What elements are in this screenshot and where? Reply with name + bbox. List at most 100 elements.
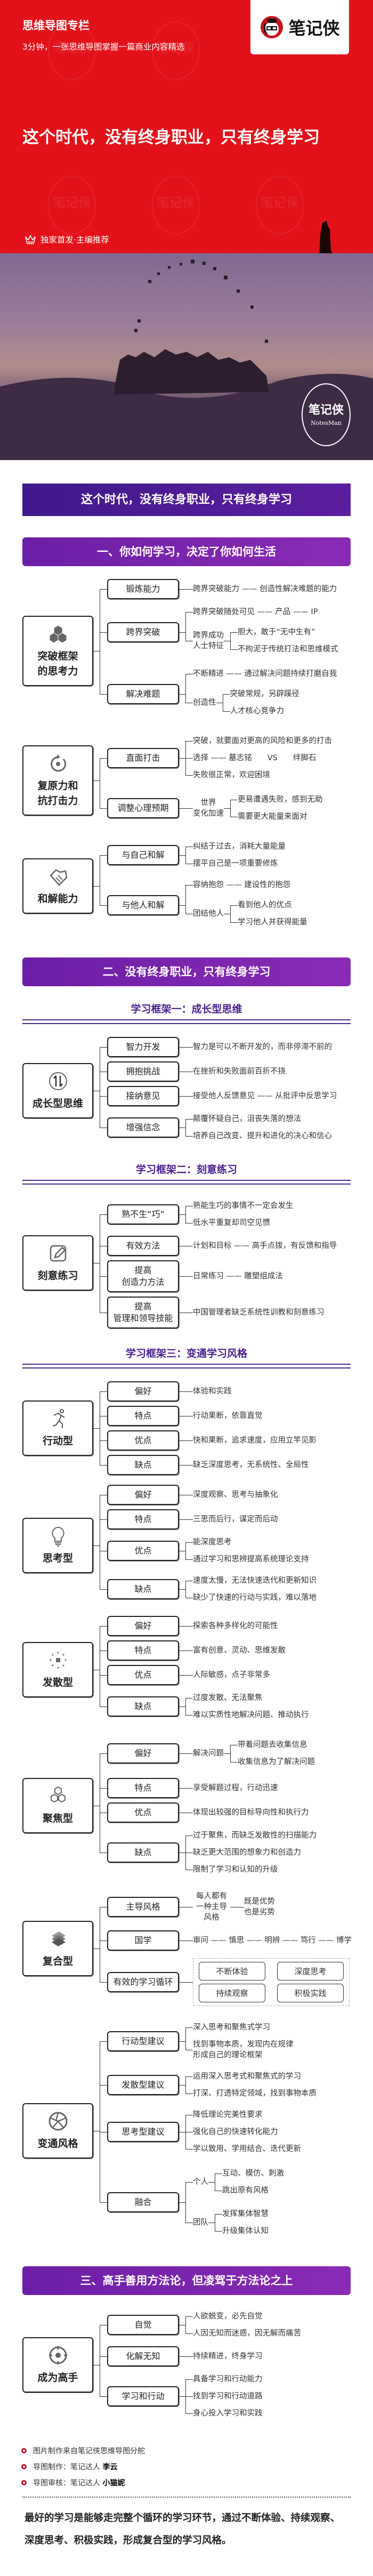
leaf-row: 身心投入学习和实践 bbox=[185, 2405, 263, 2422]
leaf-node-label: 跨界成功 人士特征 bbox=[193, 631, 224, 650]
leaf-node: 团结他人看到他人的优点学习他人并获得能量 bbox=[193, 897, 307, 931]
leaf-text: 深度观察、思考与抽象化 bbox=[193, 1491, 278, 1499]
branch-node: 特点 bbox=[107, 1778, 179, 1798]
leaf-node: 解决问题带着问题去收集信息收集信息为了解决问题 bbox=[193, 1736, 315, 1770]
lightbulb-icon bbox=[51, 1526, 64, 1547]
leaf-text: 熟能生巧的事情不一定会发生 bbox=[193, 1202, 294, 1210]
mind-map-group: 刻意练习熟不生“巧”熟能生巧的事情不一定会发生低水平重复却司空见惯有效方法计划和… bbox=[22, 1195, 373, 1331]
cycle-step: 不断体验 bbox=[199, 1962, 265, 1981]
watermark: 笔记侠 bbox=[152, 21, 200, 80]
branch-row: 发散型建议运用深入思考式和聚焦式的学习打深、打透特定领域，找到事物本质 bbox=[100, 2066, 317, 2104]
leaf-list: 计划和目标 —— 高手点拨，有反馈和指导 bbox=[179, 1237, 337, 1254]
root-label: 变通风格 bbox=[37, 2138, 78, 2150]
leaf-text: 接受他人反馈意见 —— 从批评中反思学习 bbox=[193, 1092, 337, 1100]
credit-text: 导图审核：笔记达人 bbox=[33, 2479, 103, 2488]
branch-node: 行动型建议 bbox=[107, 2031, 179, 2051]
leaf-list: 深度观察、思考与抽象化 bbox=[179, 1486, 278, 1503]
headline: 这个时代，没有终身职业，只有终身学习 bbox=[22, 128, 320, 147]
runner-icon bbox=[52, 1409, 65, 1428]
branch-list: 与自己和解纠结于过去，消耗大量能量摆平自己是一项重要修炼与他人和解容纳抱怨 ——… bbox=[93, 836, 307, 936]
section: 三、高手善用方法论，但凌驾于方法论之上成为高手自觉人欲蜕变，必先自觉人因无知而迷… bbox=[0, 2266, 373, 2424]
cycle-step: 深度思考 bbox=[277, 1962, 344, 1981]
leaf-text: 持续精进，终身学习 bbox=[193, 2352, 263, 2361]
leaf-text: 带着问题去收集信息 bbox=[238, 1741, 307, 1749]
leaf-list: 体验和实践 bbox=[179, 1383, 232, 1400]
credit-name: 小猫妮 bbox=[102, 2479, 125, 2488]
branch-row: 缺点过度发散、无法聚焦难以实质性地解决问题、推动执行 bbox=[100, 1687, 309, 1726]
watermark: 笔记侠 bbox=[48, 176, 96, 235]
leaf-row: 培养自己改变、提升和进化的决心和信心 bbox=[185, 1128, 332, 1145]
subsection-title: 学习框架二：刻意练习 bbox=[22, 1162, 351, 1185]
leaf-list: 互动、模仿、刺激跳出原有风格 bbox=[208, 2165, 284, 2199]
leaf-row: 深入思考和聚焦式学习 bbox=[185, 2019, 294, 2036]
leaf-list: 行动果断，依靠直觉 bbox=[179, 1407, 263, 1424]
branch-row: 接纳意见 接受他人反馈意见 —— 从批评中反思学习 bbox=[100, 1084, 337, 1108]
branch-row: 与他人和解容纳抱怨 —— 建设性的抱怨团结他人看到他人的优点学习他人并获得能量 bbox=[100, 874, 307, 936]
column-subtitle: 3分钟，一张思维导图掌握一篇商业内容精选 bbox=[22, 42, 185, 52]
leaf-row: 探索各种多样化的可能性 bbox=[185, 1617, 278, 1635]
root-node: 复原力和 抗打击力 bbox=[22, 745, 93, 816]
leaf-list: 审问 —— 慎思 —— 明辨 —— 笃行 —— 博学 bbox=[179, 1932, 352, 1949]
leaf-text: 需要更大能量来面对 bbox=[238, 812, 307, 821]
leaf-row: 富有创意、灵动、思维发散 bbox=[185, 1642, 286, 1659]
leaf-list: 运用深入思考式和聚焦式的学习打深、打透特定领域，找到事物本质 bbox=[179, 2068, 317, 2102]
branch-node: 跨界突破 bbox=[107, 622, 179, 642]
leaf-row: 行动果断，依靠直觉 bbox=[185, 1407, 263, 1424]
leaf-node: 个人互动、模仿、刺激跳出原有风格 bbox=[193, 2165, 284, 2199]
section: 二、没有终身职业，只有终身学习学习框架一：成长型思维成长型思维智力开发智力是可以… bbox=[0, 957, 373, 2245]
leaf-row: 具备学习和行动能力 bbox=[185, 2371, 263, 2388]
mind-map-group: 成长型思维智力开发智力是可以不断开发的，而非停滞不前的拥抱挑战在挫折和失败面前百… bbox=[22, 1035, 373, 1147]
leaf-text: 体现出较强的目标导向性和执行力 bbox=[193, 1808, 309, 1817]
branch-node: 发散型建议 bbox=[107, 2075, 179, 2095]
leaf-list: 纠结于过去，消耗大量能量摆平自己是一项重要修炼 bbox=[179, 838, 286, 872]
leaf-row: 需要更大能量来面对 bbox=[230, 808, 323, 825]
root-label: 成长型思维 bbox=[32, 1098, 83, 1109]
leaf-row: 智力是可以不断开发的，而非停滞不前的 bbox=[185, 1039, 332, 1056]
branch-node: 缺点 bbox=[107, 1455, 179, 1475]
root-node: 成长型思维 bbox=[22, 1063, 93, 1118]
leaf-text: 深入思考和聚焦式学习 bbox=[193, 2023, 270, 2032]
section-title: 二、没有终身职业，只有终身学习 bbox=[22, 957, 351, 986]
branch-node: 接纳意见 bbox=[107, 1086, 179, 1106]
branch-node: 提高 管理和领导技能 bbox=[107, 1297, 179, 1329]
credit-item: 导图审核：笔记达人 小猫妮 bbox=[21, 2477, 352, 2488]
leaf-row: 颠覆怀疑自己，沮丧失落的想法 bbox=[185, 1110, 332, 1128]
leaf-text: 智力是可以不断开发的，而非停滞不前的 bbox=[193, 1043, 332, 1051]
branch-row: 缺点过于聚焦，而缺乏发散性的扫描能力缺乏更大范围的想象力和创造力限制了学习和认知… bbox=[100, 1825, 317, 1880]
leaf-list: 速度太慢，无法快速迭代和更新知识缺少了快速的行动与实践，难以落地 bbox=[179, 1572, 317, 1606]
leaf-text: 能深度思考 bbox=[193, 1538, 232, 1547]
leaf-row: 通过学习和思辨提高系统理论支持 bbox=[185, 1551, 309, 1568]
leaf-list: 接受他人反馈意见 —— 从批评中反思学习 bbox=[179, 1088, 337, 1105]
root-node: 突破框架 的思考力 bbox=[22, 616, 93, 686]
silhouette-figure bbox=[319, 221, 333, 253]
leaf-list: 不断体验深度思考持续观察积极实践 bbox=[179, 1955, 350, 2009]
root-label: 思考型 bbox=[42, 1552, 73, 1564]
mind-map-group: 思考型 偏好深度观察、思考与抽象化特点三思而后行，谋定而后动优点能深度思考通过学习… bbox=[22, 1483, 373, 1608]
credit-name: 李云 bbox=[102, 2463, 118, 2472]
credits: 图片制作来自笔记侠思维导图分舵 导图制作：笔记达人 李云 导图审核：笔记达人 小… bbox=[21, 2445, 352, 2488]
leaf-row: 在挫折和失败面前百折不挠 bbox=[185, 1063, 286, 1080]
leaf-text: 三思而后行，谋定而后动 bbox=[193, 1515, 278, 1524]
branch-list: 偏好深度观察、思考与抽象化特点三思而后行，谋定而后动优点能深度思考通过学习和思辨… bbox=[93, 1483, 317, 1608]
leaf-text: 打深、打透特定领域，找到事物本质 bbox=[193, 2089, 317, 2098]
branch-row: 偏好体验和实践 bbox=[100, 1379, 317, 1404]
root-node: 行动型 bbox=[22, 1400, 93, 1456]
leaf-list: 每人都有一种主导风格既是优势 也是劣势 bbox=[179, 1888, 275, 1926]
layers-icon bbox=[51, 1931, 66, 1946]
branch-list: 偏好探索各种多样化的可能性特点富有创意、灵动、思维发散优点人际敏感，点子非常多缺… bbox=[93, 1614, 309, 1726]
summary-text: 最好的学习是能够走完整个循环的学习环节，通过不断体验、持续观察、深度思考、积极实… bbox=[25, 2513, 340, 2546]
bullet-icon bbox=[21, 2480, 27, 2485]
branch-row: 行动型建议深入思考和聚焦式学习找到事物本质，发现内在规律 形成自己的理论框架 bbox=[100, 2017, 317, 2066]
leaf-list: 个人互动、模仿、刺激跳出原有风格团队发挥集体智慧升级集体认知 bbox=[179, 2162, 284, 2243]
branch-node: 思考型建议 bbox=[107, 2122, 179, 2142]
leaf-row: 突破常规，另辟蹊径 bbox=[222, 686, 299, 703]
leaf-row: 胆大，敢于“无中生有” bbox=[230, 624, 338, 641]
leaf-list: 三思而后行，谋定而后动 bbox=[179, 1511, 278, 1528]
branch-row: 提高 管理和领导技能中国管理者缺乏系统性训教和刻意练习 bbox=[100, 1294, 337, 1331]
leaf-list: 突破常规，另辟蹊径人才核心竞争力 bbox=[216, 686, 299, 720]
branch-row: 缺点缺乏深度思考，无系统性、全局性 bbox=[100, 1453, 317, 1477]
branch-node: 自觉 bbox=[107, 2315, 179, 2335]
leaf-text: 突破，就要面对更高的风险和更多的打击 bbox=[193, 737, 332, 745]
leaf-text: 过于聚焦，而缺乏发散性的扫描能力 bbox=[193, 1831, 317, 1840]
